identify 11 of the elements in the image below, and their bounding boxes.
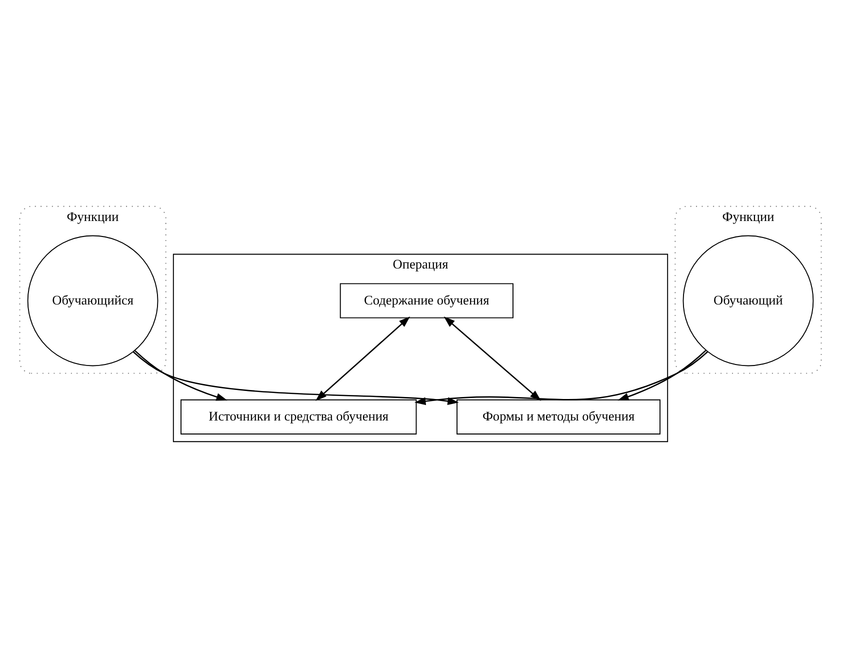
arrow [414,350,708,405]
node-box: Источники и средства обучения [180,398,417,434]
arrow [444,316,542,400]
node-box: Формы и методы обучения [456,398,660,434]
arrow [316,316,410,400]
arrow [618,350,706,400]
arrow [134,349,228,400]
node-circle: Обучающийся [27,234,158,366]
node-circle: Обучающий [682,234,814,366]
node-box: Содержание обучения [340,282,514,318]
arrow [132,350,459,405]
